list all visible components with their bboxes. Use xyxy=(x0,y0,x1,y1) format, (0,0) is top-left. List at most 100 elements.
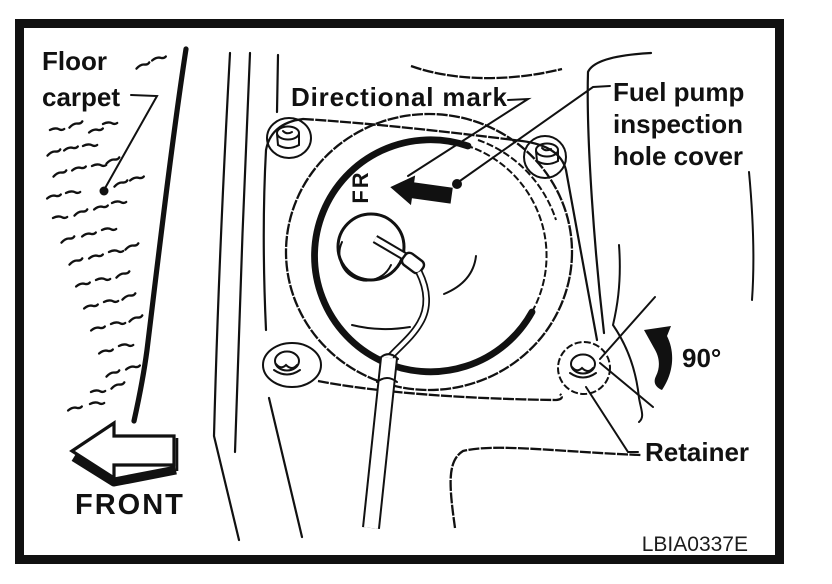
angle-line-lower xyxy=(599,362,654,408)
fuel-pump-label-line1: Fuel pump xyxy=(613,77,744,107)
cover-surface-arc-2 xyxy=(443,255,477,295)
carpet-dash xyxy=(46,148,62,157)
plate-left-edge xyxy=(262,117,305,332)
body-contour-right-2 xyxy=(611,244,644,423)
retainer-cap-slot xyxy=(541,147,552,152)
grommet-and-harness xyxy=(336,212,430,529)
panel-line-left-1 xyxy=(212,51,241,542)
fr-arrow-shape xyxy=(390,175,453,206)
carpet-dash xyxy=(135,61,151,70)
harness-wire-fill xyxy=(389,271,429,358)
pocket-circle xyxy=(523,135,567,179)
plate-bottom-edge xyxy=(317,379,563,402)
carpet-dash xyxy=(105,156,121,165)
cover-surface-arc-1 xyxy=(351,324,411,331)
carpet-dash xyxy=(110,381,126,390)
angle-line-upper xyxy=(599,296,656,360)
carpet-dash xyxy=(81,143,99,148)
carpet-dash xyxy=(87,127,104,134)
cover-inner-arc-thick xyxy=(311,136,536,376)
carpet-dash xyxy=(45,193,62,200)
carpet-dash xyxy=(88,401,106,406)
carpet-dash xyxy=(70,165,87,172)
carpet-dash xyxy=(87,253,104,260)
retainer-top-left xyxy=(266,117,312,159)
front-arrow-body xyxy=(69,420,176,481)
carpet-dash xyxy=(107,249,125,254)
retainer-bottom-left xyxy=(262,342,322,388)
floor-carpet-label-line1: Floor xyxy=(42,46,107,76)
directional-mark-label: Directional mark xyxy=(291,82,508,112)
carpet-dash xyxy=(150,55,167,62)
carpet-dash xyxy=(62,145,79,152)
panel-line-short xyxy=(275,53,280,114)
carpet-dash xyxy=(102,299,120,304)
grommet-inner-arc xyxy=(338,241,392,282)
retainer-label: Retainer xyxy=(645,437,749,467)
front-arrow-icon xyxy=(69,420,179,487)
carpet-dash xyxy=(117,343,135,348)
body-contour-top xyxy=(410,64,563,80)
carpet-dash xyxy=(68,257,84,266)
carpet-dash xyxy=(105,369,121,378)
carpet-dash xyxy=(97,348,114,355)
retainer-cap-flange xyxy=(273,369,301,376)
retainer-cap-icon xyxy=(570,353,596,375)
leader-floor-carpet xyxy=(103,94,159,191)
pocket-circle xyxy=(262,342,322,388)
fr-direction-arrow-icon xyxy=(390,175,453,206)
carpet-texture xyxy=(45,55,167,412)
retainer-cap-wave xyxy=(571,366,594,372)
carpet-dash xyxy=(48,127,66,132)
carpet-dash xyxy=(82,303,99,310)
tube-band xyxy=(376,377,398,383)
body-contour-bottom xyxy=(449,446,642,529)
retainer-cap-body xyxy=(276,133,300,149)
retainer-bottom-right xyxy=(557,341,611,395)
leader-dot-floor-carpet xyxy=(99,186,109,196)
plate-top-edge xyxy=(302,117,523,143)
retainer-cap-body xyxy=(535,150,559,165)
body-contour-far-right xyxy=(748,171,755,301)
leader-fuel-pump xyxy=(456,85,611,184)
carpet-dash xyxy=(113,179,129,188)
fr-mark-label: FR xyxy=(348,170,373,203)
rotation-angle-label: 90° xyxy=(682,343,721,373)
carpet-dash xyxy=(80,231,97,238)
carpet-dash xyxy=(115,270,131,279)
carpet-dash xyxy=(60,235,76,244)
harness-wire xyxy=(388,270,430,359)
carpet-dash xyxy=(109,321,127,326)
retainer-cap-wave xyxy=(275,363,298,369)
tube-top-cap xyxy=(379,353,399,360)
retainer-cap-slot xyxy=(282,130,293,135)
carpet-dash xyxy=(51,215,69,220)
panel-line-left-2 xyxy=(233,51,252,454)
carpet-dash xyxy=(101,121,119,126)
carpet-dash xyxy=(89,389,107,394)
fuel-pump-label-line3: hole cover xyxy=(613,141,743,171)
carpet-dash xyxy=(121,292,137,301)
pocket-circle xyxy=(266,117,312,159)
carpet-dash xyxy=(94,277,112,282)
carpet-dash xyxy=(66,405,83,412)
retainer-top-right xyxy=(523,135,567,179)
cover-inner-arc-thin xyxy=(467,145,548,313)
carpet-dash xyxy=(89,325,106,332)
retainer-cap-flange xyxy=(569,372,597,379)
figure-border xyxy=(15,19,784,564)
fuel-pump-label-line2: inspection xyxy=(613,109,743,139)
carpet-dash xyxy=(124,364,141,371)
carpet-dash xyxy=(74,281,91,288)
carpet-dash xyxy=(90,163,108,168)
carpet-dash xyxy=(92,204,109,211)
inspection-plate xyxy=(262,117,599,402)
figure-code-label: LBIA0337E xyxy=(642,533,748,556)
leader-retainer xyxy=(585,386,639,453)
leader-dot-fuel-pump xyxy=(452,179,462,189)
connector-body xyxy=(400,251,426,275)
floor-carpet-label-line2: carpet xyxy=(42,82,120,112)
plate-right-edge xyxy=(520,139,599,342)
